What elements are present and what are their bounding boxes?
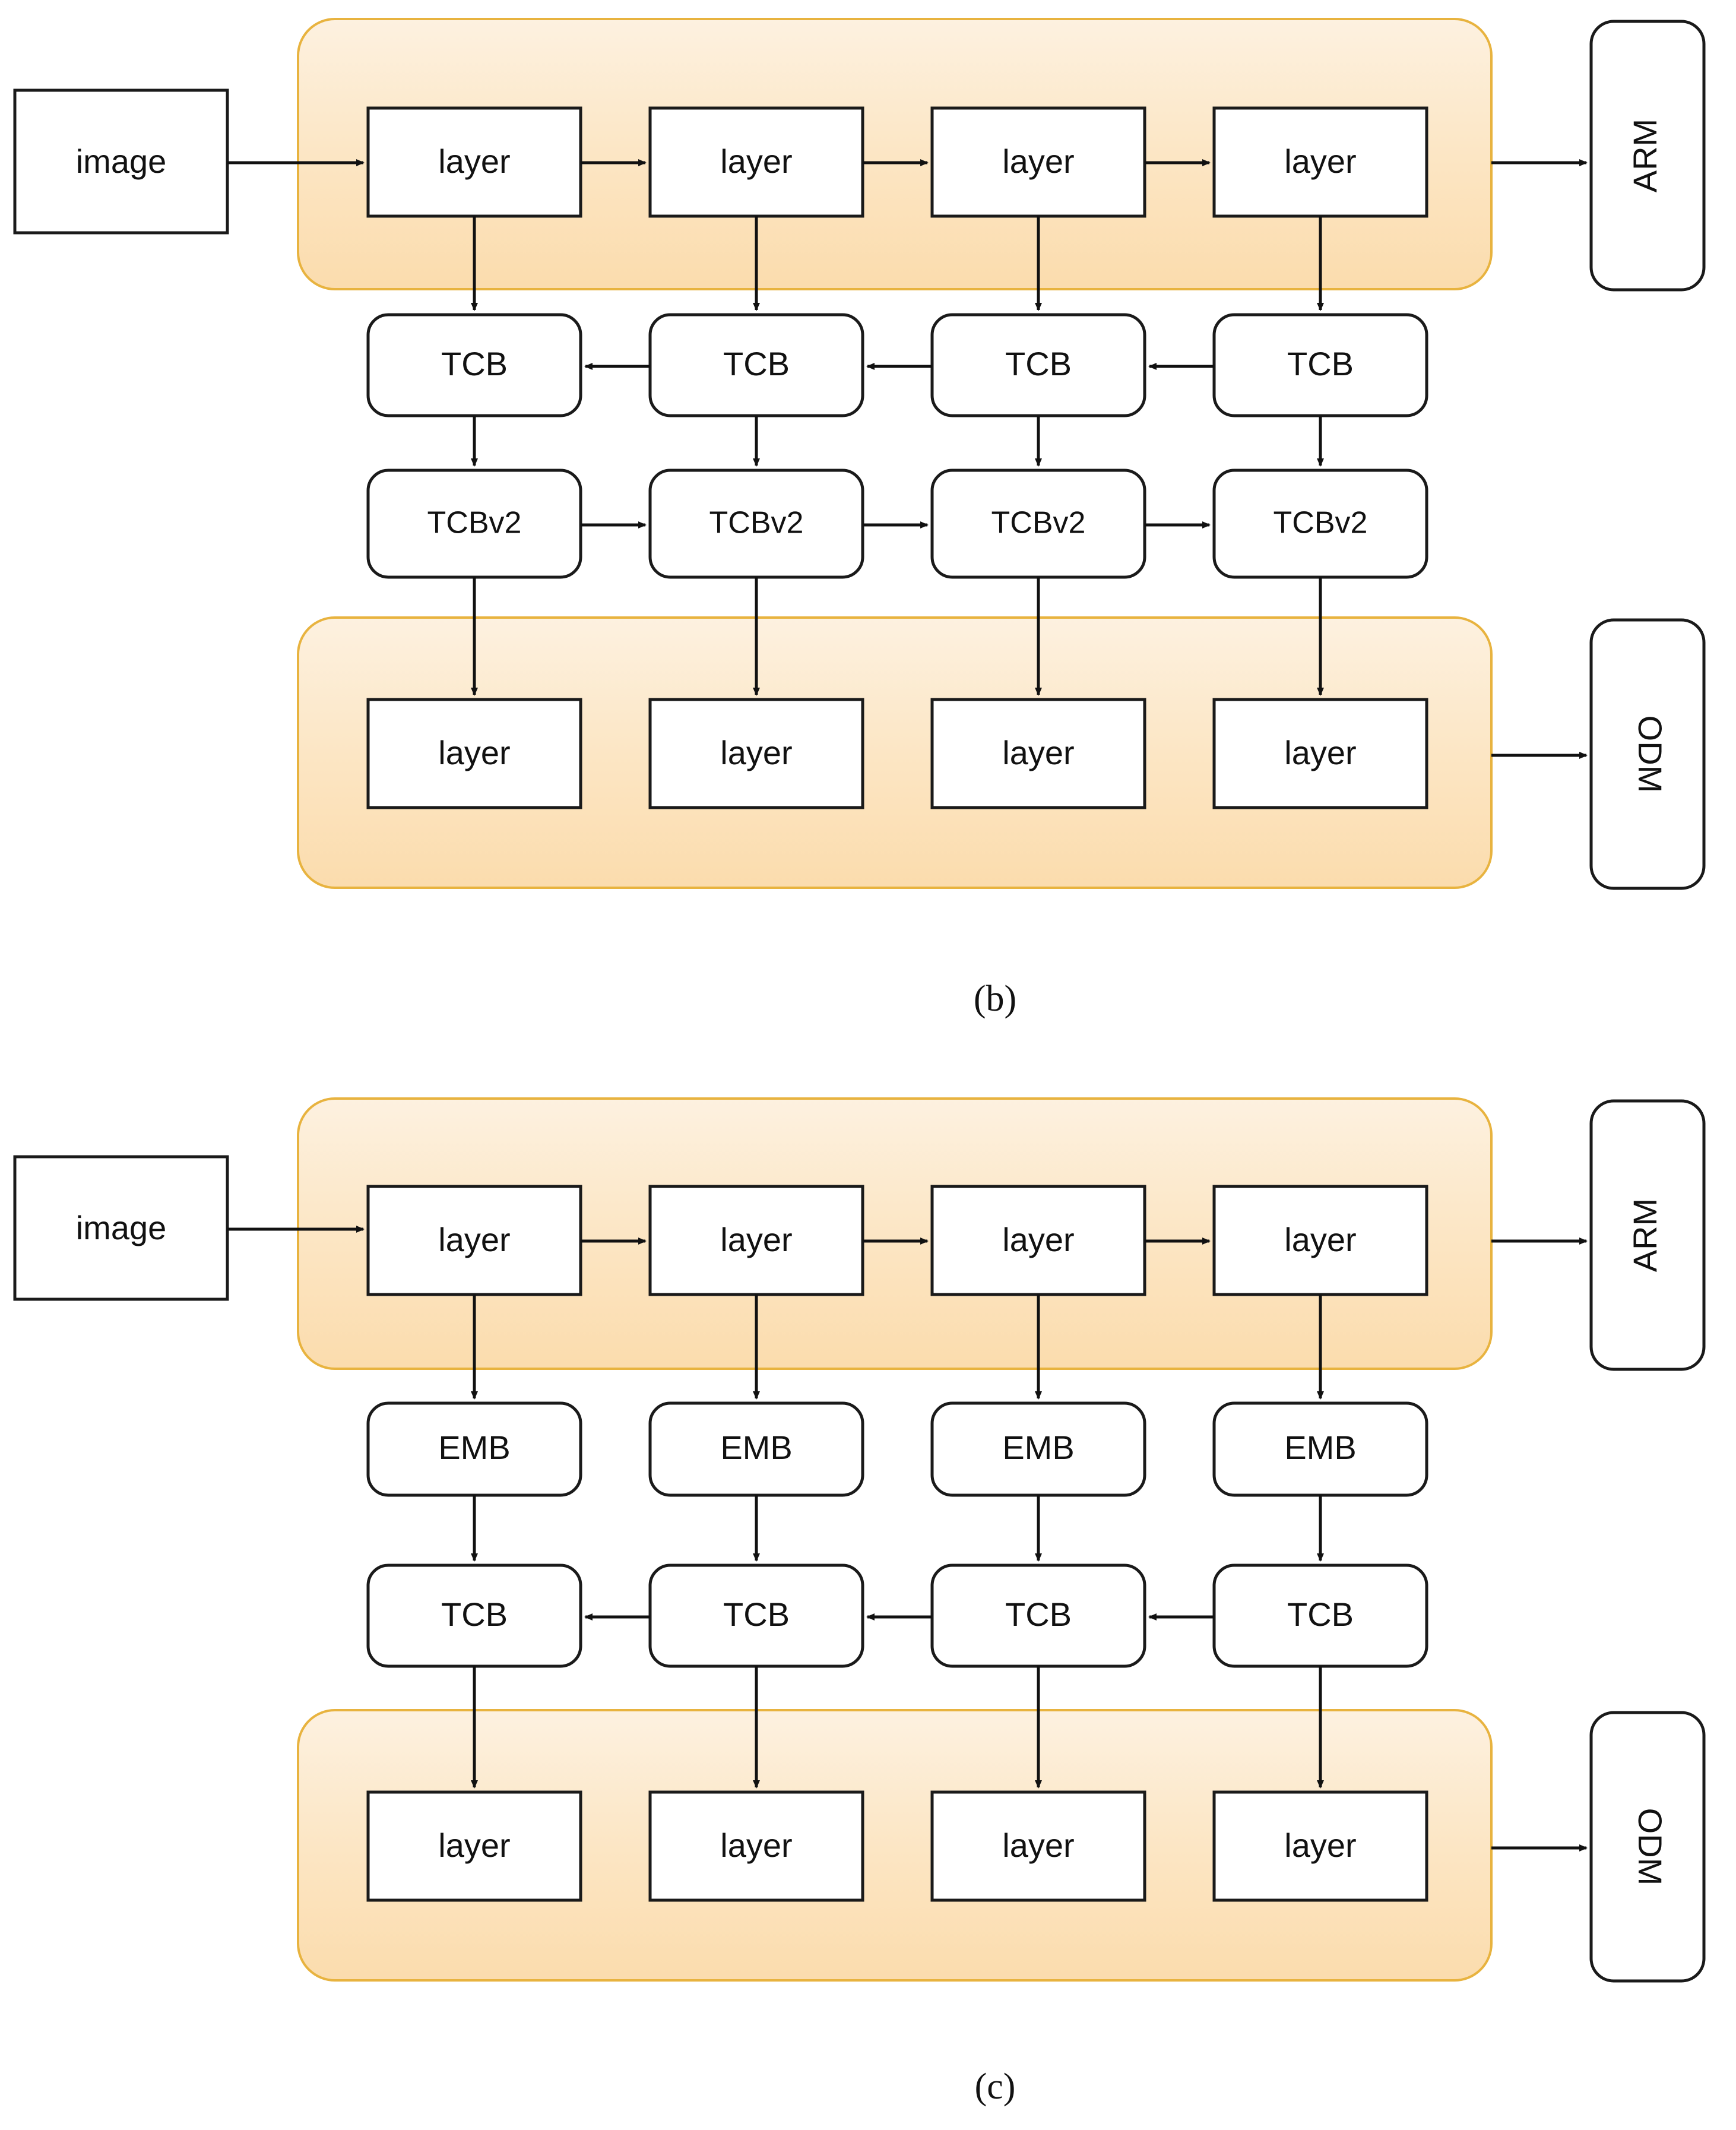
panel-c-image-label: image	[76, 1209, 167, 1246]
panel-c-head-label-2: layer	[720, 1827, 792, 1864]
panel-b-tcbv2-label-2: TCBv2	[709, 506, 804, 540]
panel-b-layer-label-4: layer	[1284, 143, 1356, 180]
panel-b-layer-label-2: layer	[720, 143, 792, 180]
panel-c-layer-box-1[interactable]	[366, 1185, 582, 1296]
panel-b-tcbv2-label-1: TCBv2	[427, 506, 522, 540]
panel-b-tcb-label-3: TCB	[1005, 345, 1072, 382]
panel-b-head-label-4: layer	[1284, 734, 1356, 771]
panel-b-head-box-4[interactable]	[1212, 698, 1428, 809]
panel-c-arm-box[interactable]	[1589, 1099, 1706, 1371]
panel-b-tcb-label-2: TCB	[723, 345, 790, 382]
panel-c-layer-label-2: layer	[720, 1221, 792, 1258]
panel-b: image layer layer layer layer ARM TCB TC…	[13, 18, 1706, 1019]
panel-c-emb-label-1: EMB	[438, 1429, 510, 1466]
panel-c-layer-box-2[interactable]	[648, 1185, 864, 1296]
panel-b-head-label-2: layer	[720, 734, 792, 771]
panel-b-layer-label-1: layer	[438, 143, 510, 180]
panel-b-image-label: image	[76, 143, 167, 180]
panel-b-head-label-1: layer	[438, 734, 510, 771]
panel-b-backbone-region	[297, 18, 1493, 290]
panel-c-head-box-4[interactable]	[1212, 1790, 1428, 1902]
panel-b-layer-box-1[interactable]	[366, 106, 582, 218]
panel-c-backbone-region	[297, 1097, 1493, 1370]
panel-c-tcb-label-4: TCB	[1287, 1596, 1354, 1633]
panel-c-emb-label-2: EMB	[720, 1429, 792, 1466]
panel-b-layer-box-4[interactable]	[1212, 106, 1428, 218]
panel-b-odm-box[interactable]	[1589, 618, 1706, 890]
panel-b-tcbv2-label-3: TCBv2	[991, 506, 1086, 540]
panel-c-layer-label-1: layer	[438, 1221, 510, 1258]
panel-c-head-box-2[interactable]	[648, 1790, 864, 1902]
panel-c-emb-label-3: EMB	[1002, 1429, 1074, 1466]
panel-b-image-box[interactable]	[13, 88, 229, 235]
panel-c-head-box-1[interactable]	[366, 1790, 582, 1902]
panel-b-head-label-3: layer	[1002, 734, 1074, 771]
panel-c-tcb-label-3: TCB	[1005, 1596, 1072, 1633]
panel-c-odm-label: ODM	[1632, 1808, 1669, 1886]
panel-b-head-box-2[interactable]	[648, 698, 864, 809]
panel-c-head-label-4: layer	[1284, 1827, 1356, 1864]
caption-c: (c)	[975, 2066, 1016, 2107]
panel-c-image-box[interactable]	[13, 1155, 229, 1301]
panel-c-arm-label: ARM	[1626, 1198, 1664, 1272]
panel-b-tcb-label-1: TCB	[441, 345, 508, 382]
panel-c-odm-box[interactable]	[1589, 1711, 1706, 1983]
panel-c-tcb-label-2: TCB	[723, 1596, 790, 1633]
panel-b-arm-label: ARM	[1626, 119, 1664, 192]
panel-c-layer-box-4[interactable]	[1212, 1185, 1428, 1296]
panel-b-arm-box[interactable]	[1589, 20, 1706, 292]
panel-b-head-region	[297, 616, 1493, 889]
panel-c-emb-label-4: EMB	[1284, 1429, 1356, 1466]
panel-c-head-box-3[interactable]	[930, 1790, 1146, 1902]
panel-b-layer-label-3: layer	[1002, 143, 1074, 180]
panel-c-head-label-3: layer	[1002, 1827, 1074, 1864]
caption-b: (b)	[974, 979, 1016, 1019]
panel-c-layer-label-4: layer	[1284, 1221, 1356, 1258]
panel-b-tcbv2-label-4: TCBv2	[1274, 506, 1368, 540]
panel-b-odm-label: ODM	[1632, 716, 1669, 793]
panel-b-layer-box-2[interactable]	[648, 106, 864, 218]
panel-b-head-box-3[interactable]	[930, 698, 1146, 809]
panel-c: image layer layer layer layer ARM EMB EM…	[13, 1097, 1706, 2107]
panel-c-layer-label-3: layer	[1002, 1221, 1074, 1258]
panel-c-head-region	[297, 1709, 1493, 1982]
panel-b-tcb-label-4: TCB	[1287, 345, 1354, 382]
panel-b-layer-box-3[interactable]	[930, 106, 1146, 218]
panel-c-head-label-1: layer	[438, 1827, 510, 1864]
panel-b-head-box-1[interactable]	[366, 698, 582, 809]
panel-c-tcb-label-1: TCB	[441, 1596, 508, 1633]
